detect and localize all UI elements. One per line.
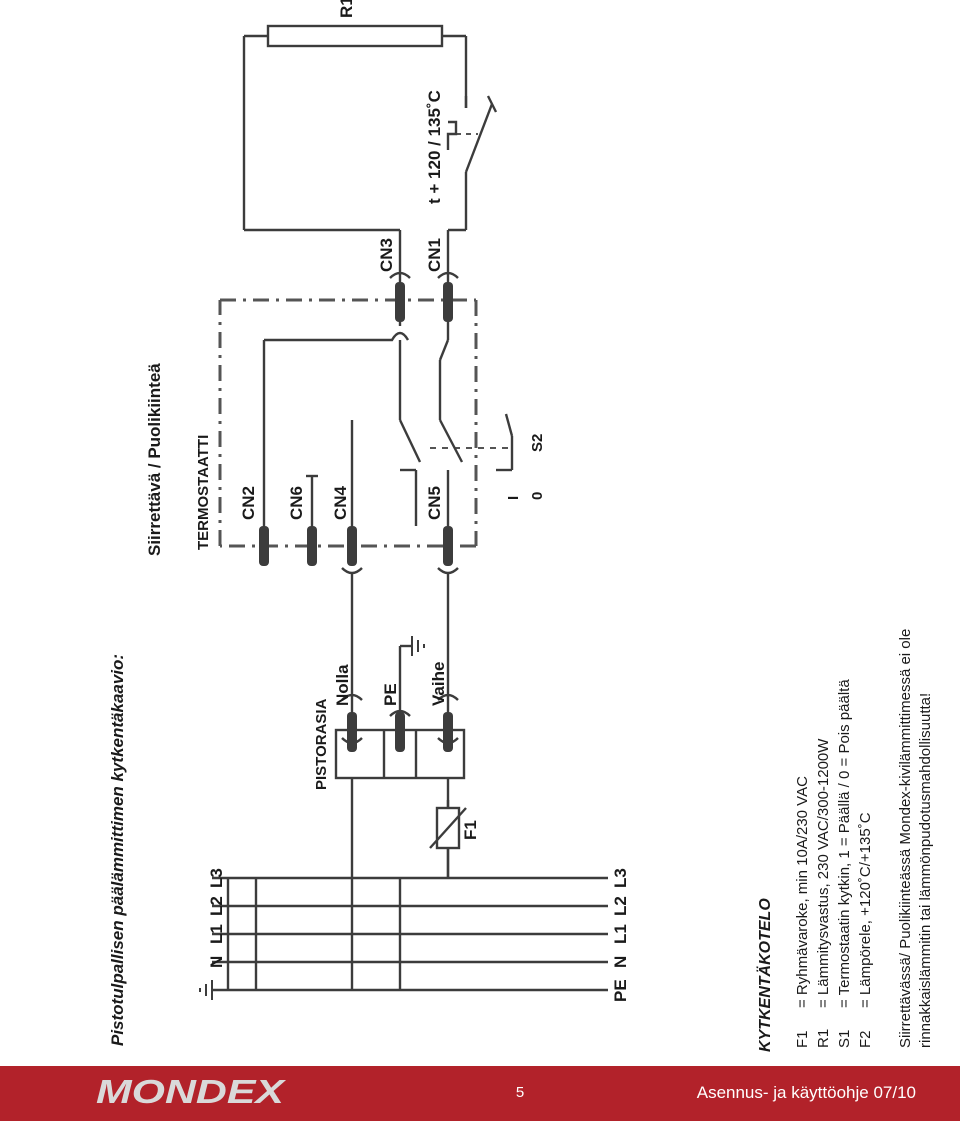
legend-title: KYTKENTÄKOTELO [756, 898, 774, 1052]
page-number: 5 [515, 1084, 525, 1101]
legend-desc: = Termostaatin kytkin, 1 = Päällä / 0 = … [836, 679, 853, 1008]
fuse-f1-icon [429, 800, 467, 878]
bus-top-n: N [207, 956, 226, 968]
switch-on-label: I [505, 496, 522, 500]
wiring-diagram: Pistotulpallisen päälämmittimen kytkentä… [108, 0, 934, 1052]
cn6-label: CN6 [287, 486, 306, 520]
bus-lines [212, 876, 608, 992]
switch-off-label: 0 [529, 492, 546, 500]
brand-logo: MONDEX [96, 1073, 286, 1110]
f1-label: F1 [461, 820, 480, 840]
resistor-r1-icon [266, 24, 444, 48]
socket-pin-bodies [347, 712, 453, 752]
cn3-label: CN3 [377, 238, 396, 272]
thermostat-label: TERMOSTAATTI [195, 435, 212, 550]
legend-desc: = Ryhmävaroke, min 10A/230 VAC [794, 776, 811, 1008]
nolla-label: Nolla [333, 664, 352, 706]
thermal-relay-f2-icon [446, 95, 498, 184]
legend-note-line-2: rinnakkaislämmitin tai lämmönpudotusmahd… [917, 693, 934, 1048]
legend-code: S1 [836, 1030, 853, 1048]
bus-top-l2: L2 [207, 896, 226, 916]
s2-label: S2 [529, 434, 546, 452]
socket-to-thermostat-wires [350, 572, 450, 712]
vaihe-label: Vaihe [429, 662, 448, 706]
bus-bottom-l3: L3 [611, 868, 630, 888]
bus-top-l1: L1 [207, 924, 226, 944]
bus-ground-icon [199, 980, 213, 1000]
pe-label: PE [381, 683, 400, 706]
footer-title: Asennus- ja käyttöohje 07/10 [696, 1083, 916, 1102]
r1-label: R1 [337, 0, 356, 18]
thermostat-switch-s1 [398, 339, 464, 463]
variant-label: Siirrettävä / Puolikiinteä [145, 363, 164, 556]
socket-label: PISTORASIA [313, 698, 330, 790]
bus-bottom-pe: PE [611, 979, 630, 1002]
legend-desc: = Lämmitysvastus, 230 VAC/300-1200W [815, 738, 832, 1008]
cn1-label: CN1 [425, 238, 444, 272]
diagram-heading: Pistotulpallisen päälämmittimen kytkentä… [108, 654, 127, 1046]
bus-bottom-n: N [611, 956, 630, 968]
legend-note-line-1: Siirrettävässä/ Puolikiinteässä Mondex-k… [897, 629, 914, 1048]
thermostat-internal-wires [262, 322, 450, 526]
socket-block [334, 728, 466, 878]
bus-bottom-l2: L2 [611, 896, 630, 916]
bus-top-l3: L3 [207, 868, 226, 888]
footer-band [0, 1066, 960, 1121]
legend-code: F1 [794, 1030, 811, 1048]
thermostat-connectors [259, 282, 453, 566]
pe-ground-icon [411, 636, 425, 656]
legend-code: F2 [857, 1030, 874, 1048]
legend-code: R1 [815, 1029, 832, 1048]
cn2-label: CN2 [239, 486, 258, 520]
legend-desc: = Lämpörele, +120˚C/+135˚C [857, 812, 874, 1008]
cn4-label: CN4 [331, 485, 350, 520]
bus-bottom-l1: L1 [611, 924, 630, 944]
cn5-label: CN5 [425, 486, 444, 520]
f2-label: t + 120 / 135˚C [425, 90, 444, 204]
switch-s2 [496, 413, 514, 472]
pe-wire [398, 644, 412, 712]
brand-logo-text: MONDEX [96, 1073, 286, 1110]
